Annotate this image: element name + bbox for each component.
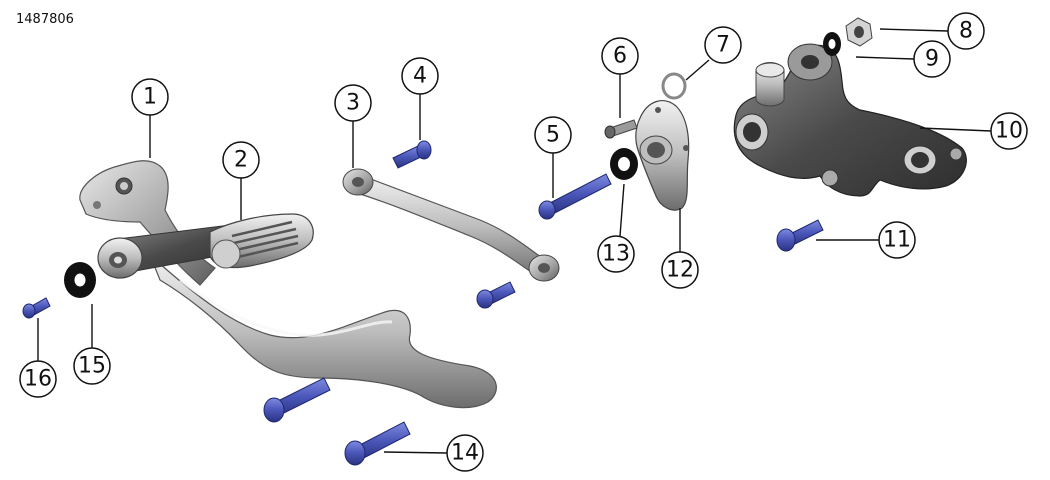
footpeg-assembly bbox=[79, 160, 497, 409]
mount-bracket-hole-right-inner bbox=[911, 152, 929, 168]
callout-label: 11 bbox=[883, 228, 911, 253]
mount-bracket-hole-far bbox=[949, 147, 963, 161]
part-7-ring bbox=[661, 72, 687, 100]
bolt-lever-lower bbox=[263, 377, 331, 423]
lever-arm-highlight bbox=[179, 278, 393, 337]
callout-label: 8 bbox=[959, 19, 973, 44]
callout-14: 14 bbox=[446, 434, 484, 472]
bolt-14 bbox=[344, 421, 411, 466]
link-rod bbox=[342, 168, 560, 282]
callout-6: 6 bbox=[601, 37, 639, 75]
bracket-hole-inner bbox=[120, 182, 128, 190]
callout-12: 12 bbox=[661, 251, 699, 289]
part-15-washer bbox=[64, 262, 96, 298]
callout-label: 6 bbox=[613, 44, 627, 69]
leader-lines bbox=[37, 28, 992, 454]
callout-label: 10 bbox=[995, 119, 1023, 144]
part-9-washer bbox=[823, 32, 841, 56]
callout-label: 14 bbox=[451, 441, 479, 466]
callouts: 1 2 3 4 5 6 7 8 bbox=[19, 12, 1028, 472]
foot-peg-end bbox=[211, 239, 241, 269]
callout-15: 15 bbox=[73, 347, 111, 385]
callout-label: 5 bbox=[546, 123, 560, 148]
callout-10: 10 bbox=[990, 112, 1028, 150]
bracket-hole-small bbox=[93, 201, 101, 209]
callout-11: 11 bbox=[878, 221, 916, 259]
callout-label: 2 bbox=[234, 148, 248, 173]
diagram-id: 1487806 bbox=[16, 12, 74, 27]
lever-plate-bore bbox=[647, 142, 665, 158]
callout-7: 7 bbox=[704, 26, 742, 64]
callout-label: 7 bbox=[716, 33, 730, 58]
bolt-5 bbox=[538, 173, 612, 220]
mount-bracket-stud-top bbox=[755, 62, 785, 78]
bolt-11 bbox=[776, 219, 824, 252]
part-8-nut bbox=[845, 17, 873, 47]
callout-label: 4 bbox=[413, 64, 427, 89]
bolt-link-lower bbox=[476, 281, 516, 309]
callout-label: 16 bbox=[24, 367, 52, 392]
mount-bracket-hole-left-inner bbox=[743, 122, 761, 142]
callout-5: 5 bbox=[534, 116, 572, 154]
callout-label: 1 bbox=[143, 85, 157, 110]
foot-peg-grooves bbox=[231, 220, 299, 259]
link-rod-end-upper-hole bbox=[352, 177, 364, 187]
callout-1: 1 bbox=[131, 78, 169, 116]
callout-9: 9 bbox=[913, 40, 951, 78]
callout-8: 8 bbox=[947, 12, 985, 50]
callout-label: 13 bbox=[602, 242, 630, 267]
mount-bracket-boss-top-hole bbox=[801, 55, 819, 69]
mount-bracket bbox=[733, 43, 967, 197]
callout-16: 16 bbox=[19, 360, 57, 398]
callout-13: 13 bbox=[597, 235, 635, 273]
callout-2: 2 bbox=[222, 141, 260, 179]
lever-plate-hole-right bbox=[683, 145, 689, 151]
lever-arm bbox=[149, 254, 497, 409]
blue-bolts bbox=[22, 140, 824, 466]
shift-lever-plate bbox=[635, 100, 690, 211]
callout-label: 3 bbox=[346, 91, 360, 116]
callout-label: 15 bbox=[78, 354, 106, 379]
bolt-16 bbox=[22, 297, 51, 319]
part-6-bolt bbox=[604, 119, 638, 139]
callout-3: 3 bbox=[334, 84, 372, 122]
link-rod-end-lower-hole bbox=[538, 263, 550, 273]
lever-plate-hole-top bbox=[655, 107, 661, 113]
pivot-hub-bore bbox=[114, 256, 122, 264]
callout-label: 12 bbox=[666, 258, 694, 283]
bolt-4 bbox=[392, 140, 432, 169]
callout-4: 4 bbox=[401, 57, 439, 95]
link-rod-body bbox=[353, 174, 549, 279]
part-13-washer bbox=[610, 148, 638, 180]
mount-bracket-hole-mid bbox=[821, 169, 839, 187]
callout-label: 9 bbox=[925, 47, 939, 72]
